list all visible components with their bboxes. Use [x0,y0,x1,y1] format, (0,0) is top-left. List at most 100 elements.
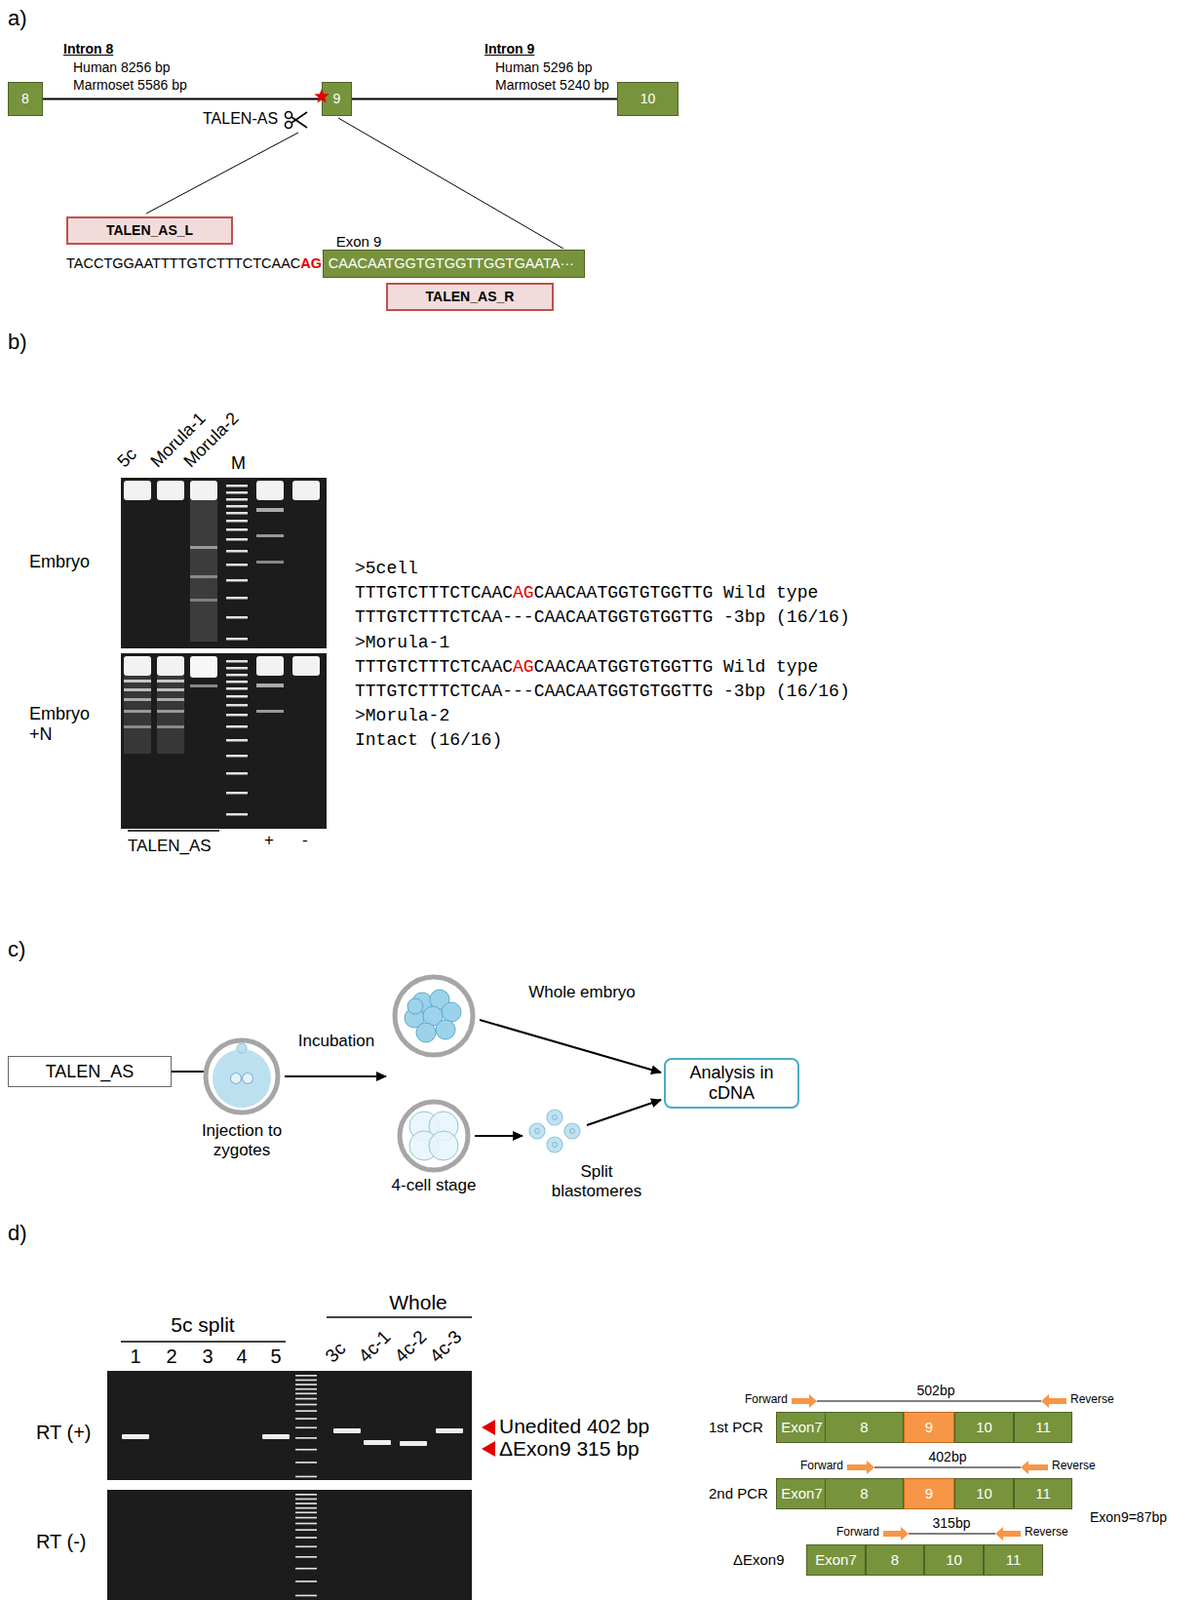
gel-image [292,480,320,501]
zygote-part [231,1073,242,1085]
transcript-name: ΔExon9 [733,1550,785,1568]
step-label: Whole embryo [528,982,636,1003]
embryo-illustration [564,1123,581,1139]
dna-sequence: CAACAATGGTGTGGTTG Wild type [534,582,819,604]
embryo-illustration [535,1115,576,1148]
gel-image [120,653,327,829]
exon-box: 9 [321,81,352,117]
exon-box: 11 [983,1544,1044,1576]
node-text: 8 [21,90,30,107]
embryo-illustration [570,1128,576,1134]
dna-sequence: TTTGTCTTTCTCAA---CAACAATGGTGTGGTTG -3bp … [354,607,851,628]
node-text: TALEN_AS_R [426,288,515,305]
node-text: 10 [975,1484,993,1502]
gel-image [190,656,218,678]
lane-number: 1 [129,1345,141,1368]
primer-arrow [995,1526,1021,1541]
lane-label: 4c-1 [354,1325,396,1367]
splice-site: AG [512,582,535,604]
amplicon-line [908,1533,996,1535]
dna-sequence: TTTGTCTTTCTCAAC [354,582,513,604]
amplicon-line [874,1467,1021,1469]
gel-image [156,679,185,683]
sequence-result: Intact (16/16) [354,730,503,751]
gel-image [123,697,152,701]
embryo-illustration [399,1101,468,1170]
intron-length: Marmoset 5586 bp [73,77,188,93]
primer-label: Forward [744,1393,788,1407]
gel-image [121,1434,150,1439]
gel-row-label: Embryo [29,551,90,573]
sample-name: >Morula-2 [354,705,450,727]
exon-box: Exon7 [775,1411,828,1443]
amplicon-size: 315bp [932,1514,971,1531]
gel-row-label: RT (-) [36,1530,86,1553]
zygote-illustration [202,1037,281,1116]
gel-image [123,709,152,713]
embryo-illustration [546,1109,563,1125]
gel-row-label: Embryo +N [29,703,108,744]
embryo-illustration [529,1109,581,1153]
gel-image [399,1440,427,1446]
stage-label: 4-cell stage [391,1175,477,1196]
amplicon-line [816,1400,1042,1534]
lane-label: 5c [113,444,141,472]
analysis-box: Analysis in cDNA [663,1057,800,1109]
lane-number: 3 [201,1345,213,1368]
panel-letter: b) [7,329,28,354]
embryo-illustration [428,1130,459,1161]
control-label: - [302,830,309,851]
node-text: 11 [1006,1550,1022,1568]
dna-sequence: CAACAATGGTGTGGTTG Wild type [534,657,819,678]
lane-bracket [127,829,220,831]
panel-letter: a) [7,5,28,31]
exon-box: 10 [954,1477,1014,1510]
reagent-box: TALEN_AS [7,1055,172,1087]
embryo-illustration [404,989,462,1043]
gel-image [190,480,218,501]
exon-box: Exon7 [806,1544,866,1576]
gel-image [256,709,284,713]
gel-image [156,688,185,692]
exon-box: 11 [1013,1477,1073,1510]
gel-image [226,659,248,816]
zygote-circle: Injection to zygotes [202,1037,281,1116]
node-text: 9 [925,1418,933,1435]
intron-name: Intron 8 [63,40,114,57]
gel-image [190,598,218,602]
primer-label: Reverse [1070,1393,1115,1407]
intron-name: Intron 9 [484,40,535,57]
gel-image [190,684,218,688]
gel-image [190,545,218,549]
node-text: 10 [945,1550,963,1568]
scissors-icon [291,112,308,123]
gel-row-label: RT (+) [36,1421,92,1444]
node-caption: Injection to zygotes [183,1121,301,1160]
sample-name: >5cell [354,558,419,580]
embryo-illustration [441,1002,462,1022]
gel-image [120,477,327,649]
gel-image [156,697,185,701]
amplicon-size: 502bp [917,1382,956,1398]
lane-group-label: 5c split [170,1313,234,1337]
control-label: + [264,830,274,851]
exon-box: Exon 9CAACAATGGTGTGGTTGGTGAATA··· [322,249,585,278]
exon-box: 8 [824,1477,904,1510]
node-text: 9 [925,1484,933,1502]
node-text: 9 [333,90,342,107]
exon-box: 11 [1013,1411,1073,1443]
connector-line [351,98,618,101]
gel-image [256,560,284,564]
embryo-illustration [552,1142,558,1148]
gel-image [107,1489,472,1600]
amplicon-size: 402bp [929,1448,968,1465]
lane-number: 5 [270,1345,281,1368]
scissors-icon [285,112,309,129]
embryo-illustration [394,976,581,1170]
scissors-icon [285,121,293,129]
lane-label: 3c [321,1337,351,1367]
splice-site: AG [300,255,322,272]
node-text: Exon7 [780,1418,823,1435]
band-pointer [481,1419,496,1457]
flow-arrow [474,1134,523,1137]
